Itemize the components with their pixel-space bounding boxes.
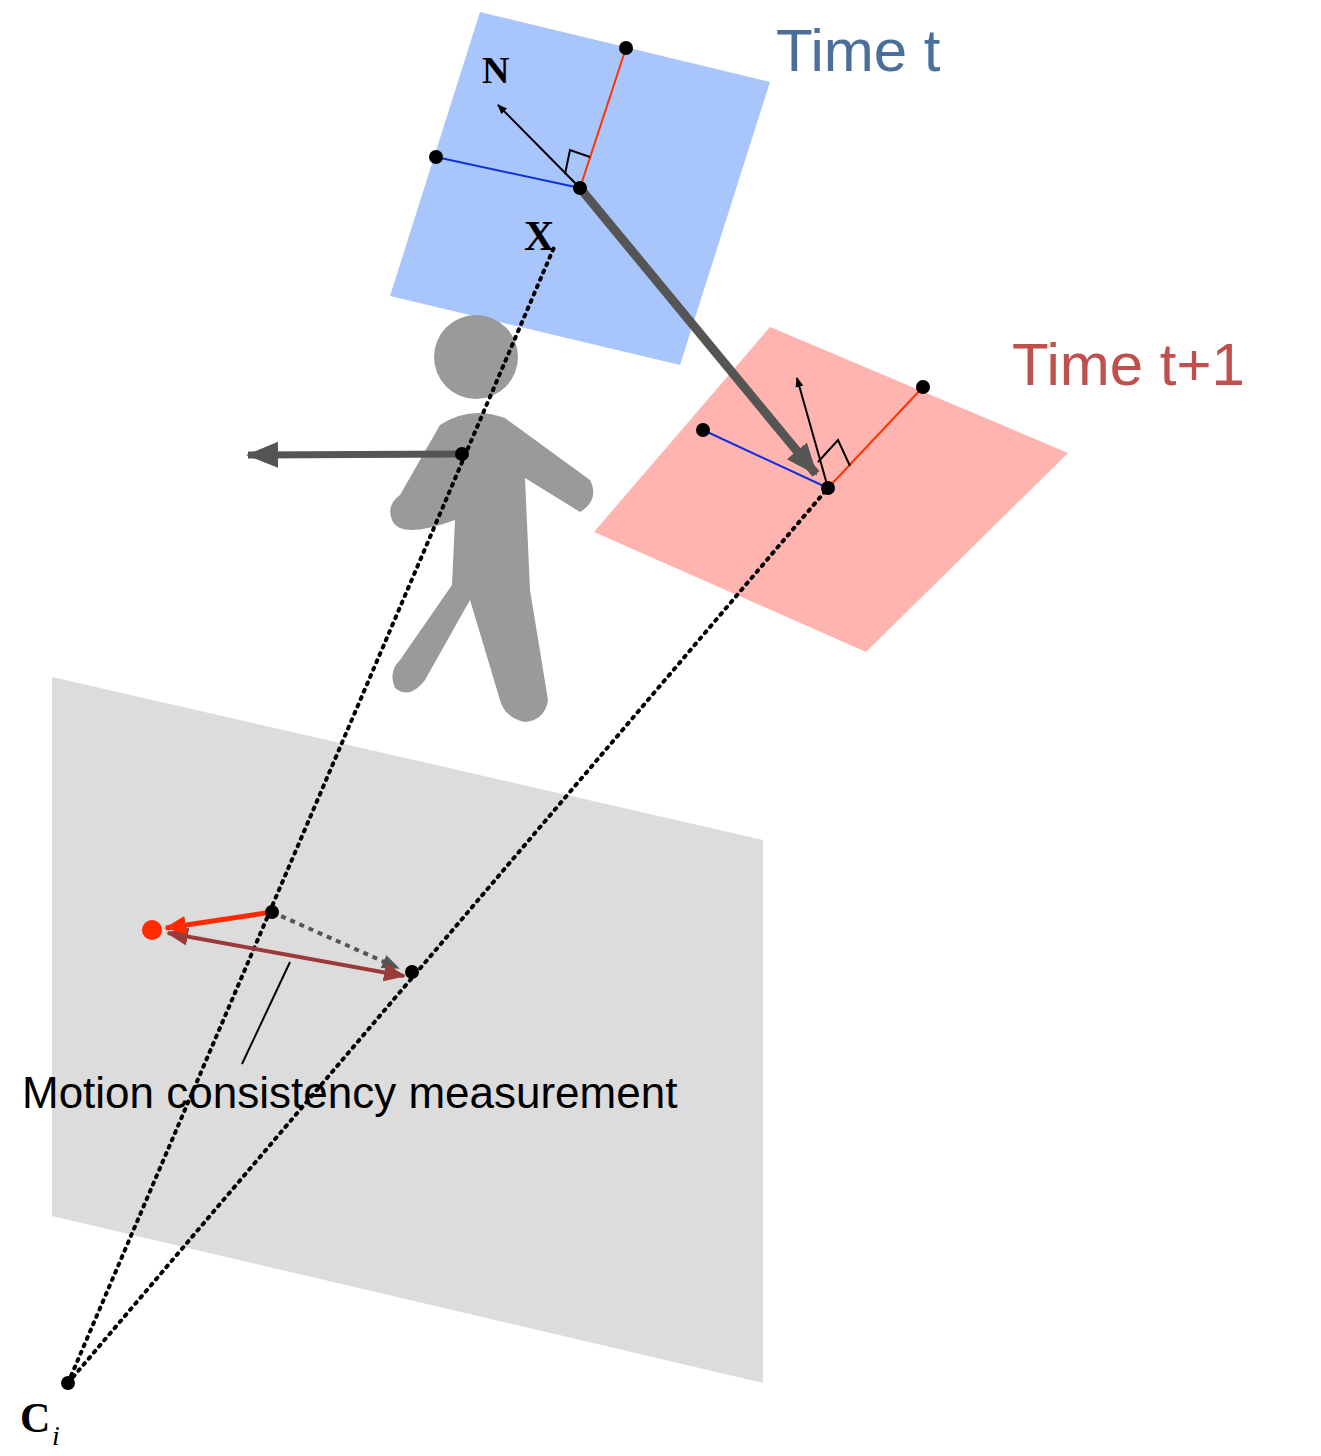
right-angle [818, 440, 850, 466]
patch-t [390, 12, 770, 365]
ray [68, 245, 555, 1383]
time-label: Time t+1 [1012, 330, 1245, 399]
axis [436, 157, 580, 188]
optical-flow [166, 912, 272, 928]
flow-point [142, 920, 162, 940]
point-label: X [524, 212, 554, 260]
scene-flow-arrow [580, 188, 816, 474]
measurement-label: Motion consistency measurement [22, 1068, 677, 1118]
axis [828, 387, 923, 488]
projected-flow [272, 912, 398, 968]
camera-label: C [20, 1394, 50, 1442]
time-label: Time t [776, 16, 940, 85]
normal-label: N [482, 48, 509, 92]
right-angle [565, 150, 590, 174]
person [390, 315, 593, 722]
person-motion-arrow [248, 454, 462, 455]
leader-line [242, 962, 290, 1064]
camera-subscript: i [52, 1420, 60, 1452]
axis [580, 48, 626, 188]
ray [68, 488, 828, 1383]
patch-t1 [594, 327, 1068, 652]
points [61, 41, 930, 1390]
normal-arrow [498, 105, 580, 188]
